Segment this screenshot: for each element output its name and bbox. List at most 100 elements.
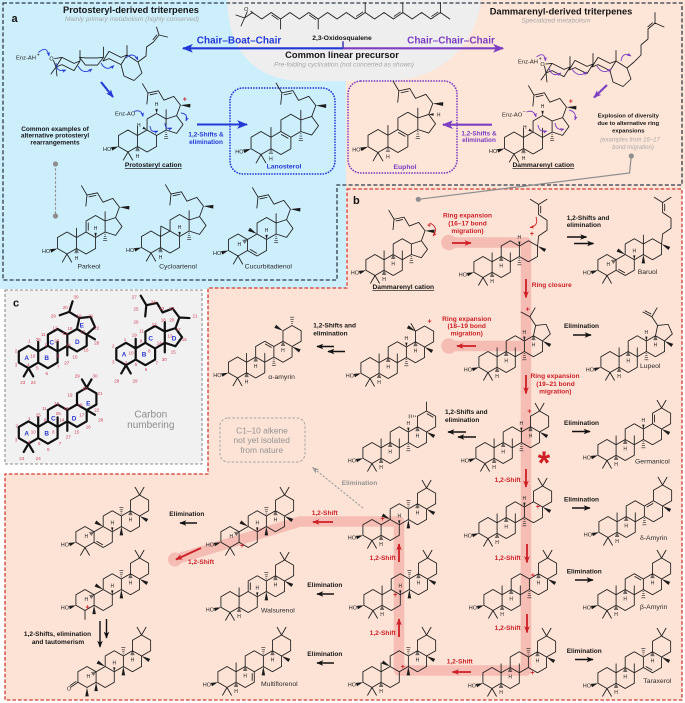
carbon-number: 26 — [56, 411, 62, 416]
ring-letter: D — [172, 336, 177, 343]
carbon-number: 27 — [64, 360, 70, 365]
cycloartenol-label: Cycloartenol — [159, 263, 197, 270]
electron-flow-arrow — [554, 122, 565, 132]
hydroxyl-label: HO — [489, 149, 498, 155]
cation-charge: + — [240, 543, 244, 550]
hydrogen-label: H — [508, 674, 512, 680]
electron-flow-arrow — [429, 222, 437, 237]
carbon-number: 1 — [28, 338, 31, 343]
carbon-number: 6 — [47, 447, 50, 452]
precursor-title: Common linear precursor — [285, 50, 399, 60]
panel-a-frame — [2, 2, 683, 281]
hydrogen-label: H — [178, 225, 182, 231]
hydroxyl-label: HO — [348, 536, 357, 542]
electron-flow-arrow — [548, 67, 562, 77]
hydroxyl-label: HO — [469, 606, 478, 612]
panel-c-frame — [4, 289, 203, 465]
hashed-bonds — [617, 336, 658, 372]
hydrogen-label: H — [626, 358, 630, 364]
carbon-number: 12 — [52, 325, 58, 330]
enzyme-base-text: Enz-AO — [115, 112, 136, 118]
bond-lines — [365, 209, 428, 284]
hydrogen-label: H — [274, 583, 278, 589]
hydroxyl-label: HO — [583, 606, 592, 612]
carbon-number: 24 — [151, 299, 157, 304]
hydroxyl-label: HO — [61, 606, 70, 612]
ring-expansion-18-19-label: Ring expansion — [442, 316, 491, 323]
hydrogen-label: H — [379, 689, 383, 695]
carbon-number: 19 — [132, 333, 138, 338]
cation-charge: + — [85, 604, 89, 611]
reaction-arrows — [97, 41, 608, 675]
hydroxyl-label: HO — [103, 147, 112, 153]
carbon-number: 8 — [148, 349, 151, 354]
carbon-number: 10 — [31, 429, 37, 434]
carbon-number: 26 — [133, 319, 139, 324]
hydrogen-label: H — [380, 612, 384, 618]
carbon-number: 19 — [76, 313, 82, 318]
carbon-number: 8 — [52, 429, 55, 434]
oxygen-label: O — [67, 687, 72, 693]
highlight-asterisk: * — [538, 445, 551, 481]
to-alpha-amyrin-label: 1,2-Shifts and — [313, 323, 356, 330]
to-multiflorenol-label: Elimination — [307, 651, 342, 658]
hydrogen-label: H — [437, 112, 441, 118]
cation-charge: + — [531, 572, 535, 579]
epoxide-oxygen-label: O — [244, 7, 249, 13]
germanicol-label: Germanicol — [635, 459, 670, 466]
hydrogen-label: H — [614, 462, 618, 468]
carbon-number: 9 — [44, 418, 47, 423]
start-cation-label: Dammarenyl cation — [372, 284, 434, 291]
cation-charge: + — [526, 307, 530, 314]
hydroxyl-label: HO — [42, 249, 51, 255]
bond-lines — [250, 82, 319, 164]
hydroxyl-label: HO — [459, 273, 468, 279]
hashed-bonds — [615, 517, 647, 537]
to-c1-10-alkene-arrow — [311, 467, 364, 509]
enzyme-acid-charge: + — [539, 56, 542, 62]
carbon-number: 17 — [80, 329, 86, 334]
hashed-bonds — [379, 500, 420, 540]
carbon-number: 16 — [182, 337, 188, 342]
ring-letter: B — [142, 352, 147, 359]
carbon-number: 9 — [45, 343, 48, 348]
hydrogen-label: H — [388, 449, 392, 455]
chair-boat-chair-label: Chair–Boat–Chair — [197, 36, 282, 47]
hydroxyl-label: HO — [349, 606, 358, 612]
carbon-number: 18 — [67, 326, 73, 331]
electron-flow-arrow — [526, 110, 537, 118]
ring-letter: A — [24, 355, 29, 362]
ring-expansion-16-17-label: (16–17 bond — [448, 221, 486, 228]
hashed-bonds — [234, 507, 278, 536]
carbon-number: 7 — [155, 360, 158, 365]
carbon-number: 22 — [169, 306, 175, 311]
carbon-number: 3 — [15, 363, 18, 368]
carbon-number: 7 — [59, 441, 62, 446]
hydroxyl-label: HO — [464, 368, 473, 374]
carbon-number: 1 — [124, 337, 127, 342]
to-baruol-label: 1,2-Shifts and — [567, 215, 610, 222]
enzyme-base-text: Enz-AO — [502, 113, 523, 119]
electron-flow-arrow — [571, 68, 588, 76]
hydrogen-label: H — [537, 581, 541, 587]
carbon-number: 27 — [132, 294, 138, 299]
cation-charge: + — [530, 231, 534, 238]
hydrogen-label: H — [490, 279, 494, 285]
to-lupeol-label: Elimination — [564, 323, 599, 330]
hydrogen-label: H — [632, 249, 636, 255]
hydrogen-label: H — [281, 348, 285, 354]
cucurbitadienol-label: Cucurbitadienol — [245, 263, 293, 270]
carbon-number: 5 — [36, 365, 39, 370]
hydrogen-label: H — [654, 343, 658, 349]
electron-flow-arrow — [149, 125, 159, 134]
pathway-highlight-start — [441, 234, 457, 251]
lanosterol-highlight-box — [229, 87, 336, 175]
